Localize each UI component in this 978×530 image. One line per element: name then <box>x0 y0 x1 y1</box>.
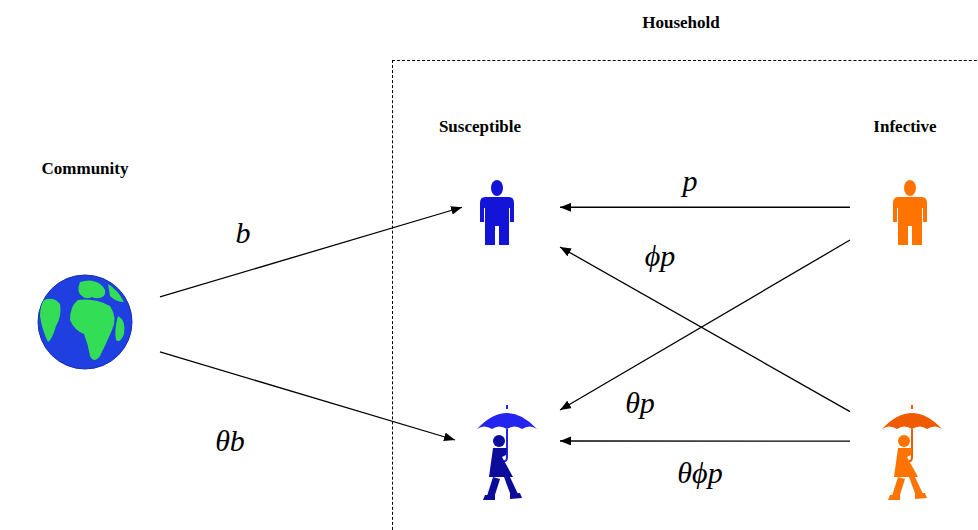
infective-person-icon <box>893 180 927 245</box>
node-heading: Household <box>642 13 719 33</box>
transmission-arrow <box>560 207 850 208</box>
rate-label: b <box>233 216 254 249</box>
protected-infective-node <box>850 405 950 500</box>
susceptible-node: Susceptible <box>462 175 560 250</box>
transmission-arrow <box>160 207 462 297</box>
protected-susceptible-node <box>455 400 560 500</box>
community-node: Community <box>20 155 160 375</box>
transmission-arrow <box>560 247 850 412</box>
rate-label: θb <box>212 424 248 457</box>
globe-icon <box>38 275 132 369</box>
infective-umbrella-icon <box>882 405 942 500</box>
rate-label: p <box>680 164 701 197</box>
node-heading: Susceptible <box>439 117 521 137</box>
transmission-arrow <box>560 240 850 410</box>
node-heading: Infective <box>873 117 936 137</box>
household-box: HouseholdSusceptibleInfective <box>392 60 978 530</box>
susceptible-person-icon <box>480 180 514 245</box>
rate-label: ϕp <box>642 239 679 272</box>
transmission-arrow <box>560 440 850 441</box>
infective-node: Infective <box>850 175 940 250</box>
susceptible-umbrella-icon <box>477 405 537 500</box>
rate-label: θp <box>622 386 658 419</box>
transmission-arrow <box>160 352 455 440</box>
node-heading: Community <box>42 159 129 179</box>
rate-label: θϕp <box>674 456 725 489</box>
